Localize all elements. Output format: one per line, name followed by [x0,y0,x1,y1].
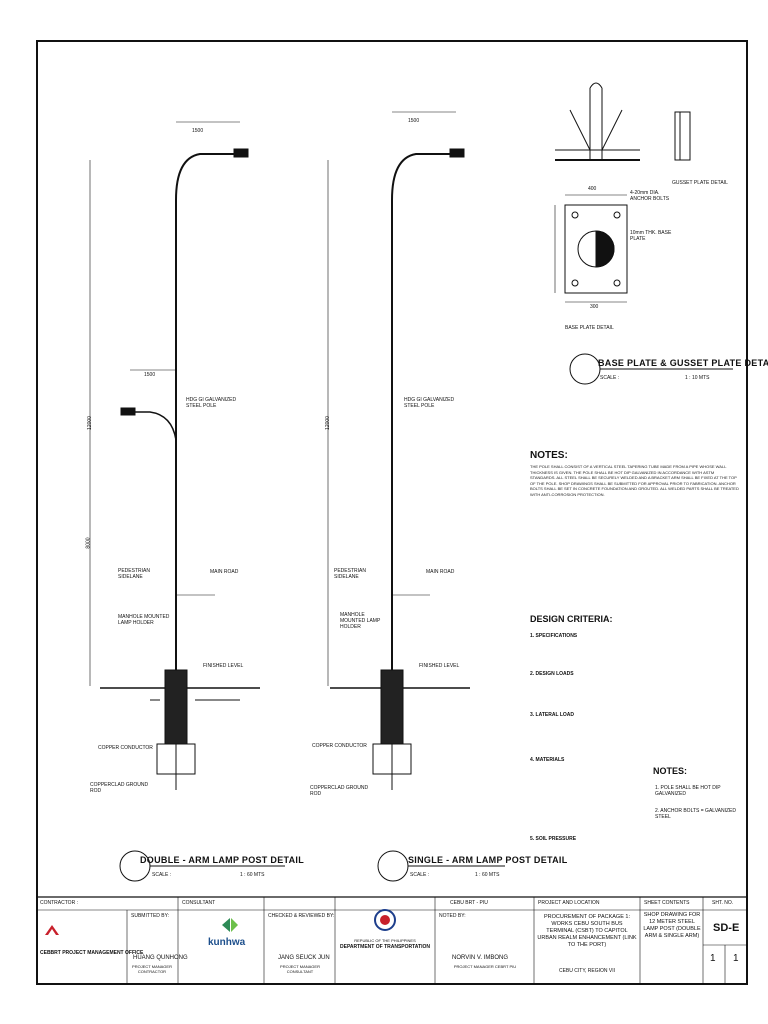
design-criteria-item-2: 2. DESIGN LOADS [530,671,574,677]
base-plate-dim-label: 400 [588,186,597,192]
double-arm-upper-luminaire [233,148,249,158]
single-conduit-label: COPPER CONDUCTOR [312,743,367,749]
sheet-no-label: SHT. NO. [712,900,734,906]
mid-height-label: 8000 [85,537,92,549]
noted-role: PROJECT MANAGER CEBRT PIU [453,964,517,969]
sheet-page: 1 [710,953,716,964]
single-arm-foundation [380,669,404,745]
sheet-contents-label: SHEET CONTENTS [644,900,690,906]
contractor-label: CONTRACTOR : [40,900,78,906]
single-finished-level-label: FINISHED LEVEL [419,663,460,669]
project-location: CEBU CITY, REGION VII [558,968,616,974]
double-arm-scale-label: SCALE : [152,872,172,878]
checked-label: CHECKED & REVIEWED BY: [268,913,335,919]
double-conduit-label: COPPER CONDUCTOR [98,745,153,751]
single-arm-luminaire [449,148,465,158]
double-pole-material-label: HDG GI GALVANIZED STEEL POLE [186,397,237,409]
double-arm-height-label: 12000 [86,416,93,430]
design-criteria-item-3: 3. LATERAL LOAD [530,712,574,718]
single-arm-pole [391,153,456,688]
double-arm-pole [175,153,240,688]
double-main-road-label: MAIN ROAD [210,569,239,575]
double-arm-lower-luminaire [120,407,136,416]
consultant-logo-text: kunhwa [208,937,246,948]
checked-name: JANG SEUCK JUN [278,955,330,961]
single-arm-scale-label: SCALE : [410,872,430,878]
contractor-logo-icon [45,925,59,935]
base-plate-inner-dim-label: 300 [590,304,599,310]
single-arm-scale-value: 1 : 60 MTS [475,872,500,878]
consultant-label: CONSULTANT [182,900,216,906]
base-plate-detail-title: BASE PLATE & GUSSET PLATE DETAIL [598,358,768,368]
noted-name: NORVIN V. IMBONG [452,955,509,961]
single-arm-title-bubble [377,850,409,882]
single-ground-rod-label: COPPERCLAD GROUND ROD [310,785,369,797]
submitted-role: PROJECT MANAGER CONTRACTOR [132,964,172,974]
single-pole-material-label: HDG GI GALVANIZED STEEL POLE [404,397,455,409]
double-pedestrian-label: PEDESTRIAN SIDELANE [118,568,150,580]
base-plate-plan [564,204,628,294]
lower-arm-length-label: 1500 [144,372,156,378]
dept-line-2: DEPARTMENT OF TRANSPORTATION [340,944,430,950]
double-manhole-label: MANHOLE MOUNTED LAMP HOLDER [118,614,170,626]
base-plate-plan-label: BASE PLATE DETAIL [565,325,614,331]
sheet-id: SD-E [713,922,740,934]
dept-line-1: REPUBLIC OF THE PHILIPPINES [354,938,416,943]
single-arm-detail-title: SINGLE - ARM LAMP POST DETAIL [408,855,568,865]
notes2-item-2: 2. ANCHOR BOLTS = GALVANIZED STEEL [655,808,736,820]
design-criteria-item-1: 1. SPECIFICATIONS [530,633,578,639]
sheet-contents: SHOP DRAWING FOR 12 METER STEEL LAMP POS… [643,912,701,939]
project-text: PROCUREMENT OF PACKAGE 1: WORKS CEBU SOU… [537,914,637,948]
gusset-plate-label: GUSSET PLATE DETAIL [672,180,728,186]
design-criteria-heading: DESIGN CRITERIA: [530,614,613,624]
dotr-seal-icon [374,909,396,931]
base-plate-scale-value: 1 : 10 MTS [685,375,710,381]
single-pedestrian-label: PEDESTRIAN SIDELANE [334,568,366,580]
design-criteria-item-4: 4. MATERIALS [530,757,565,763]
double-arm-length-label: 1500 [192,128,204,134]
notes2-heading: NOTES: [653,766,688,776]
double-finished-level-label: FINISHED LEVEL [203,663,244,669]
single-arm-height-label: 12000 [324,416,331,430]
notes-heading: NOTES: [530,450,568,461]
checked-role: PROJECT MANAGER CONSULTANT [280,964,320,974]
kunhwa-logo-icon [222,918,238,932]
base-plate-thk-label: 10mm THK. BASE PLATE [630,230,672,242]
single-manhole-label: MANHOLE MOUNTED LAMP HOLDER [340,612,381,630]
submitted-name: HUANG QUNHONG [133,955,188,961]
notes-body: THE POLE SHALL CONSIST OF A VERTICAL STE… [530,464,739,497]
single-arm-length-label: 1500 [408,118,420,124]
double-arm-foundation [164,669,188,745]
design-criteria-item-5: 5. SOIL PRESSURE [530,836,577,842]
base-plate-title-bubble [569,353,601,385]
base-plate-scale-label: SCALE : [600,375,620,381]
double-arm-scale-value: 1 : 60 MTS [240,872,265,878]
single-main-road-label: MAIN ROAD [426,569,455,575]
double-arm-detail-title: DOUBLE - ARM LAMP POST DETAIL [140,855,305,865]
submitted-label: SUBMITTED BY: [131,913,170,919]
noted-label: NOTED BY: [439,913,466,919]
anchor-bolt-label: 4-20mm DIA. ANCHOR BOLTS [630,190,670,202]
double-arm-lower-arm [128,411,177,441]
cebu-brt-label: CEBU BRT - PIU [450,900,488,906]
sheet-of: 1 [733,953,739,964]
notes2-item-1: 1. POLE SHALL BE HOT DIP GALVANIZED [655,785,721,797]
double-ground-rod-label: COPPERCLAD GROUND ROD [90,782,149,794]
project-label: PROJECT AND LOCATION [538,900,600,906]
contractor-office: CEBBRT PROJECT MANAGEMENT OFFICE [40,950,144,956]
